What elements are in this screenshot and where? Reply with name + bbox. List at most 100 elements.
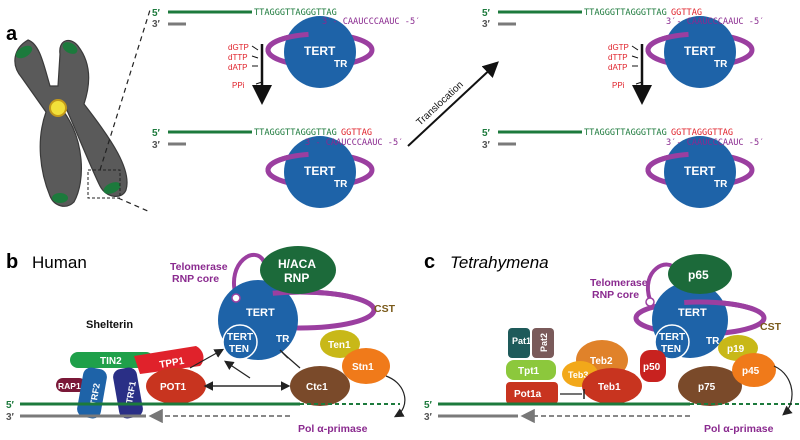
panel-b-diagram: Telomerase RNP core H/ACA RNP TERT TERT … (6, 246, 406, 435)
svg-text:TTAGGGTTAGGGTTAG: TTAGGGTTAGGGTTAG (254, 128, 337, 138)
panel-c-label: c (424, 251, 435, 273)
svg-text:p45: p45 (742, 366, 760, 377)
svg-text:H/ACA: H/ACA (278, 257, 316, 271)
svg-text:TERT: TERT (246, 307, 275, 319)
svg-text:GGTTAG: GGTTAG (671, 8, 702, 18)
svg-text:Pol α-primase: Pol α-primase (704, 423, 774, 435)
tpt1 (506, 360, 556, 380)
svg-text:TPP1: TPP1 (159, 356, 186, 371)
svg-text:Pat1: Pat1 (512, 336, 531, 346)
svg-text:TEN: TEN (661, 344, 681, 355)
translocation-arrow (407, 61, 499, 147)
svg-text:RNP core: RNP core (592, 289, 639, 301)
svg-text:GGTTAG: GGTTAG (341, 128, 372, 138)
svg-text:Telomerase: Telomerase (170, 261, 228, 273)
chromosome-icon (14, 39, 128, 207)
svg-text:RNP core: RNP core (172, 273, 219, 285)
svg-text:Shelterin: Shelterin (86, 319, 133, 331)
pot1a (506, 382, 558, 404)
seq1: TTAGGGTTAGGGTTAG (254, 8, 337, 18)
svg-text:5′: 5′ (6, 400, 15, 411)
svg-text:GGTTAGGGTTAG: GGTTAGGGTTAG (671, 128, 733, 138)
svg-text:TRF2: TRF2 (88, 382, 102, 406)
p50 (640, 350, 666, 382)
svg-text:3′: 3′ (152, 140, 161, 151)
svg-text:CST: CST (374, 303, 396, 315)
teb1 (582, 368, 642, 404)
p65 (668, 254, 732, 294)
panel-a-step3: 5′ 3′ TTAGGGTTAGGGTTAG GGTTAG 3′- CAAUCC… (482, 8, 764, 105)
svg-text:p19: p19 (727, 344, 745, 355)
panel-a-step1: 5′ 3′ TTAGGGTTAGGGTTAG 3′- CAAUCCCAAUC -… (152, 8, 420, 105)
svg-text:3′: 3′ (424, 412, 433, 423)
svg-text:RAP1: RAP1 (58, 381, 81, 391)
svg-text:3′- CAAUCCCAAUC -5′: 3′- CAAUCCCAAUC -5′ (666, 17, 764, 27)
svg-text:Teb1: Teb1 (598, 382, 621, 393)
svg-text:3′: 3′ (482, 140, 491, 151)
rap1 (56, 378, 86, 392)
svg-text:TR: TR (714, 59, 728, 70)
zoom-line-top (99, 9, 151, 171)
tin2 (70, 352, 154, 368)
pat1 (508, 328, 530, 358)
svg-text:dTTP: dTTP (228, 53, 248, 62)
trf2 (77, 367, 107, 419)
trf1 (113, 367, 143, 419)
svg-text:TERT: TERT (304, 164, 336, 178)
svg-text:TERT: TERT (304, 44, 336, 58)
svg-text:TTAGGGTTAGGGTTAG: TTAGGGTTAGGGTTAG (584, 128, 667, 138)
svg-text:TRF1: TRF1 (124, 380, 138, 404)
pot1 (146, 368, 206, 404)
svg-text:RNP: RNP (284, 271, 309, 285)
svg-text:PPi: PPi (612, 81, 625, 90)
svg-text:TERT: TERT (684, 164, 716, 178)
panel-b-label: b (6, 251, 18, 273)
svg-text:Telomerase: Telomerase (590, 277, 648, 289)
svg-text:3′- CAAUCCCAAUC -5′: 3′- CAAUCCCAAUC -5′ (322, 17, 420, 27)
svg-text:Pat2: Pat2 (539, 333, 549, 352)
p45 (732, 353, 776, 387)
svg-text:5′: 5′ (152, 8, 161, 19)
svg-text:3′: 3′ (6, 412, 15, 423)
ten1 (320, 330, 360, 358)
ctc1 (290, 366, 350, 406)
panel-a-label: a (6, 23, 18, 45)
svg-text:5′: 5′ (152, 128, 161, 139)
svg-text:dATP: dATP (228, 63, 247, 72)
svg-text:3′- CAAUCCCAAUC -5′: 3′- CAAUCCCAAUC -5′ (305, 138, 403, 148)
svg-text:dGTP: dGTP (228, 43, 249, 52)
svg-text:TR: TR (706, 336, 720, 347)
svg-text:POT1: POT1 (160, 382, 187, 393)
pat2 (532, 328, 554, 358)
svg-text:TR: TR (334, 59, 348, 70)
svg-text:Teb2: Teb2 (590, 356, 613, 367)
panel-a-step4: 5′ 3′ TTAGGGTTAGGGTTAG GGTTAGGGTTAG 3′- … (482, 128, 764, 208)
svg-text:p65: p65 (688, 268, 709, 282)
svg-text:3′: 3′ (482, 19, 491, 30)
svg-text:p50: p50 (643, 362, 661, 373)
panel-c-diagram: Telomerase RNP core p65 TERT TERT TEN TR… (424, 254, 800, 435)
svg-text:TERT: TERT (684, 44, 716, 58)
svg-text:3′- CAAUCCCAAUC -5′: 3′- CAAUCCCAAUC -5′ (666, 138, 764, 148)
svg-text:TR: TR (334, 179, 348, 190)
svg-text:TR: TR (276, 334, 290, 345)
stn1 (342, 348, 390, 384)
svg-text:Teb3: Teb3 (568, 370, 588, 380)
svg-text:Stn1: Stn1 (352, 362, 374, 373)
svg-text:TERT: TERT (659, 332, 685, 343)
svg-text:5′: 5′ (424, 400, 433, 411)
svg-text:TERT: TERT (227, 332, 253, 343)
svg-text:dGTP: dGTP (608, 43, 629, 52)
haca-rnp (260, 246, 336, 294)
zoom-line-bottom (117, 197, 151, 213)
panel-b-title: Human (32, 253, 87, 272)
svg-text:PPi: PPi (232, 81, 245, 90)
svg-text:5′: 5′ (482, 128, 491, 139)
svg-text:Tpt1: Tpt1 (518, 366, 540, 377)
svg-text:TERT: TERT (678, 307, 707, 319)
panel-c-title: Tetrahymena (450, 253, 549, 272)
svg-text:TEN: TEN (229, 344, 249, 355)
svg-text:Ten1: Ten1 (328, 340, 351, 351)
svg-text:Ctc1: Ctc1 (306, 382, 328, 393)
